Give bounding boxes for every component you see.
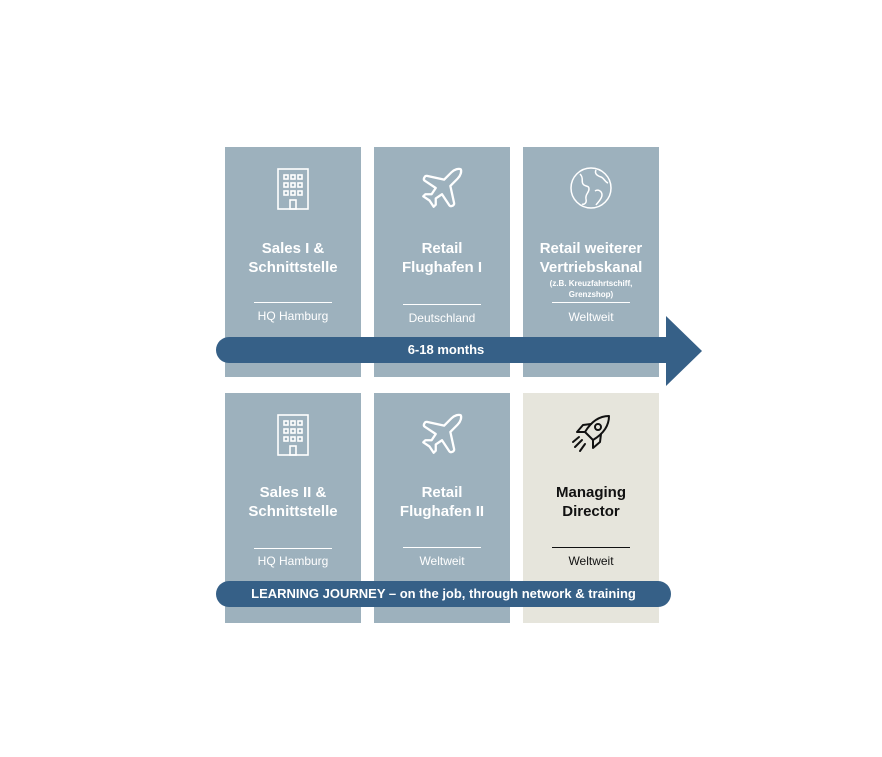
stage-title: Sales II & Schnittstelle: [248, 484, 338, 520]
stage-location: HQ Hamburg: [257, 309, 329, 323]
divider-line: [403, 304, 481, 305]
duration-arrow-bar: 6-18 months: [216, 337, 676, 363]
arrow-head-icon: [666, 316, 702, 386]
stage-title: Retail Flughafen I: [402, 240, 482, 276]
stage-location: Weltweit: [568, 554, 614, 568]
stage-note: (z.B. Kreuzfahrtschiff, Grenzshop): [549, 279, 633, 299]
stage-title: Sales I & Schnittstelle: [248, 240, 338, 276]
duration-label: 6-18 months: [407, 342, 485, 357]
learning-journey-bar: LEARNING JOURNEY – on the job, through n…: [216, 581, 671, 607]
stage-title: Managing Director: [556, 484, 626, 520]
globe-icon: [523, 163, 659, 213]
divider-line: [552, 302, 630, 303]
stage-location: Deutschland: [408, 311, 476, 325]
office-building-icon: [225, 163, 361, 213]
stage-location: Weltweit: [419, 554, 465, 568]
rocket-icon: [523, 409, 659, 459]
divider-line: [254, 548, 332, 549]
divider-line: [254, 302, 332, 303]
airplane-icon: [374, 409, 510, 459]
stage-title: Retail Flughafen II: [399, 484, 485, 520]
divider-line: [552, 547, 630, 548]
stage-location: HQ Hamburg: [257, 554, 329, 568]
airplane-icon: [374, 163, 510, 213]
stage-title: Retail weiterer Vertriebskanal (z.B. Kre…: [527, 239, 655, 300]
office-building-icon: [225, 409, 361, 459]
learning-journey-label: LEARNING JOURNEY – on the job, through n…: [251, 586, 636, 601]
stage-location: Weltweit: [568, 310, 614, 324]
divider-line: [403, 547, 481, 548]
